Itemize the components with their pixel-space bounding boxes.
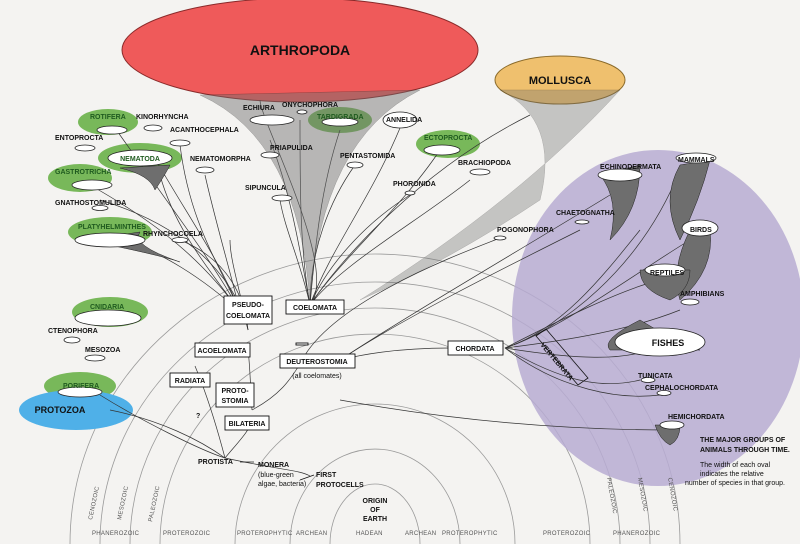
label-protostomia-2: STOMIA <box>221 398 248 405</box>
nematoda-label: NEMATODA <box>120 156 160 163</box>
era-hadean: HADEAN <box>356 531 383 537</box>
label-phoronida: PHORONIDA <box>393 181 436 188</box>
label-acoelomata: ACOELOMATA <box>197 348 246 355</box>
caption-title-1: THE MAJOR GROUPS OF <box>700 437 786 444</box>
era-archean-left: ARCHEAN <box>296 531 327 537</box>
caption-body-3: number of species in that group. <box>685 480 785 487</box>
protozoa-oval <box>19 390 133 430</box>
label-first-protocells-2: PROTOCELLS <box>316 482 364 489</box>
era-paleozoic-left: PALEOZOIC <box>148 485 162 522</box>
chordate-region <box>512 150 800 486</box>
arrow-line <box>299 474 315 481</box>
label-amphibians: AMPHIBIANS <box>680 291 725 298</box>
label-acanthocephala: ACANTHOCEPHALA <box>170 127 239 134</box>
label-coelomata: COELOMATA <box>293 305 337 312</box>
funnels <box>84 89 711 446</box>
mollusca-oval <box>494 55 626 105</box>
protozoa-label: PROTOZOA <box>35 405 86 415</box>
label-annelida: ANNELIDA <box>386 117 422 124</box>
fishes-label: FISHES <box>652 338 685 348</box>
label-echinodermata: ECHINODERMATA <box>600 164 661 171</box>
arthropoda-label: ARTHROPODA <box>250 42 350 58</box>
label-nematomorpha: NEMATOMORPHA <box>190 156 251 163</box>
era-mesozoic-left: MESOZOIC <box>117 485 130 520</box>
label-priapulida: PRIAPULIDA <box>270 145 313 152</box>
vertebrata-box <box>535 328 589 386</box>
era-mesozoic-right: MESOZOIC <box>636 477 648 512</box>
era-phanerozoic-right: PHANEROZOIC <box>613 531 661 537</box>
label-ctenophora: CTENOPHORA <box>48 328 98 335</box>
era-paleozoic-right: PALEOZOIC <box>605 477 617 514</box>
label-deuterostomia: DEUTEROSTOMIA <box>286 359 347 366</box>
era-cenozoic-left: CENOZOIC <box>88 485 101 520</box>
era-phanerozoic-left: PHANEROZOIC <box>92 531 140 537</box>
era-cenozoic-right: CENOZOIC <box>666 477 678 512</box>
label-bilateria: BILATERIA <box>229 421 266 428</box>
label-rhynchocoela: RHYNCHOCOELA <box>143 231 203 238</box>
label-gnathostomulida: GNATHOSTOMULIDA <box>55 200 126 207</box>
label-protista: PROTISTA <box>198 459 233 466</box>
label-platyhelminthes: PLATYHELMINTHES <box>78 224 146 231</box>
branch-lines <box>89 99 691 477</box>
label-tunicata: TUNICATA <box>638 373 673 380</box>
label-cephalochordata: CEPHALOCHORDATA <box>645 385 718 392</box>
label-pseudocoelomata-1: PSEUDO- <box>232 302 265 309</box>
label-mammals: MAMMALS <box>678 157 715 164</box>
label-origin-3: EARTH <box>363 516 387 523</box>
label-porifera: PORIFERA <box>63 383 99 390</box>
label-mesozoa: MESOZOA <box>85 347 120 354</box>
era-proterophytic-left: PROTEROPHYTIC <box>237 531 293 537</box>
era-proterozoic-left: PROTEROZOIC <box>163 531 211 537</box>
label-origin-2: OF <box>370 507 380 514</box>
label-gastrotricha: GASTROTRICHA <box>55 169 111 176</box>
label-pentastomida: PENTASTOMIDA <box>340 153 395 160</box>
label-birds: BIRDS <box>690 227 712 234</box>
label-reptiles: REPTILES <box>650 270 685 277</box>
era-archean-right: ARCHEAN <box>405 531 436 537</box>
label-radiata: RADIATA <box>175 378 205 385</box>
phylum-cups <box>57 109 719 430</box>
era-proterophytic-right: PROTEROPHYTIC <box>442 531 498 537</box>
caption-body-1: The width of each oval <box>700 462 770 469</box>
label-rotifera: ROTIFERA <box>90 114 126 121</box>
label-entoprocta: ENTOPROCTA <box>55 135 103 142</box>
label-monera-note-1: (blue-green <box>258 472 294 479</box>
label-pseudocoelomata-2: COELOMATA <box>226 313 270 320</box>
label-hemichordata: HEMICHORDATA <box>668 414 725 421</box>
group-boxes: PSEUDO- COELOMATA COELOMATA ACOELOMATA D… <box>169 295 589 431</box>
phylum-labels: ROTIFERA KINORHYNCHA ENTOPROCTA ACANTHOC… <box>48 102 661 390</box>
label-chordata: CHORDATA <box>455 346 494 353</box>
label-cnidaria: CNIDARIA <box>90 304 124 311</box>
label-protostomia-1: PROTO- <box>221 388 249 395</box>
caption-title-2: ANIMALS THROUGH TIME. <box>700 447 790 454</box>
label-monera: MONERA <box>258 462 289 469</box>
label-kinorhyncha: KINORHYNCHA <box>136 114 189 121</box>
label-monera-note-2: algae, bacteria) <box>258 481 306 488</box>
label-brachiopoda: BRACHIOPODA <box>458 160 511 167</box>
label-tardigrada: TARDIGRADA <box>317 114 364 121</box>
label-deuterostomia-note: (all coelomates) <box>292 373 341 380</box>
arthropoda-oval <box>121 0 479 103</box>
label-origin-1: ORIGIN <box>363 498 388 505</box>
label-first-protocells-1: FIRST <box>316 472 337 479</box>
label-onychophora: ONYCHOPHORA <box>282 102 338 109</box>
lower-labels: ? PROTISTA MONERA (blue-green algae, bac… <box>196 413 387 523</box>
era-proterozoic-right: PROTEROZOIC <box>543 531 591 537</box>
caption-body-2: indicates the relative <box>700 471 764 478</box>
label-pogonophora: POGONOPHORA <box>497 227 554 234</box>
label-echiura: ECHIURA <box>243 105 275 112</box>
caption: THE MAJOR GROUPS OF ANIMALS THROUGH TIME… <box>685 437 790 487</box>
label-sipuncula: SIPUNCULA <box>245 185 286 192</box>
label-chaetognatha: CHAETOGNATHA <box>556 210 615 217</box>
mollusca-label: MOLLUSCA <box>529 75 591 87</box>
label-ectoprocta: ECTOPROCTA <box>424 135 472 142</box>
label-question: ? <box>196 413 200 420</box>
